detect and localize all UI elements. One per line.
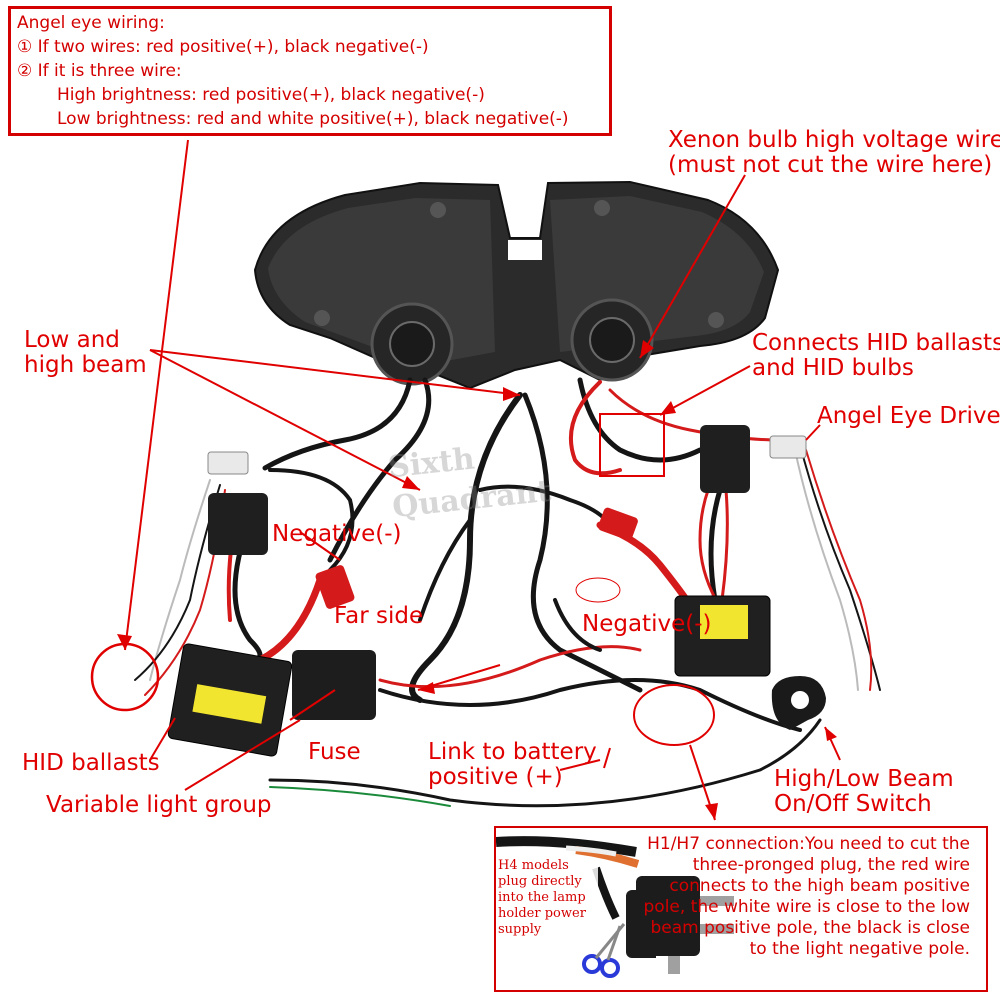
small-ballast-right bbox=[700, 425, 750, 493]
h1-h7-connection-text: H1/H7 connection:You need to cut the thr… bbox=[643, 834, 971, 959]
low-high-beam-label: Low and high beam bbox=[24, 327, 147, 378]
far-side-label: Far side bbox=[334, 603, 424, 629]
h4-connector bbox=[636, 876, 734, 974]
negative-left-label: Negative(-) bbox=[272, 521, 402, 547]
xenon-wire-label: Xenon bulb high voltage wire (must not c… bbox=[668, 127, 1000, 178]
wire-harness bbox=[134, 377, 881, 808]
driver-left bbox=[207, 451, 249, 475]
beam-switch-label: High/Low Beam On/Off Switch bbox=[774, 766, 954, 817]
angel-eye-driver bbox=[769, 435, 807, 459]
angel-note-line-1: ① If two wires: red positive(+), black n… bbox=[17, 37, 429, 57]
callouts bbox=[90, 139, 841, 821]
small-ballast-left bbox=[208, 493, 268, 555]
h4-models-note: H4 models plug directly into the lamp ho… bbox=[498, 858, 598, 938]
fuse-relay-box bbox=[292, 650, 376, 720]
scissors-icon bbox=[582, 923, 626, 978]
angel-note-title: Angel eye wiring: bbox=[17, 13, 165, 33]
connector-red-left bbox=[315, 565, 355, 609]
connector-red-right bbox=[598, 507, 638, 541]
connects-hid-label: Connects HID ballasts and HID bulbs bbox=[752, 330, 1000, 381]
angel-note-line-4: Low brightness: red and white positive(+… bbox=[57, 109, 569, 129]
negative-right-label: Negative(-) bbox=[582, 611, 712, 637]
fuse-label: Fuse bbox=[308, 739, 361, 765]
angel-note-line-2: ② If it is three wire: bbox=[17, 61, 182, 81]
variable-light-group-label: Variable light group bbox=[46, 792, 272, 818]
battery-link-label: Link to battery positive (+) bbox=[428, 739, 597, 790]
hid-ballast-right bbox=[674, 595, 771, 677]
angel-eye-wiring-note: Angel eye wiring: ① If two wires: red po… bbox=[8, 6, 612, 136]
h1-h7-connection-inset: H4 models plug directly into the lamp ho… bbox=[494, 826, 988, 992]
headlight-housing bbox=[253, 180, 780, 390]
angel-note-line-3: High brightness: red positive(+), black … bbox=[57, 85, 485, 105]
hid-ballast-left bbox=[167, 643, 293, 757]
hid-ballasts-label: HID ballasts bbox=[22, 750, 160, 776]
angel-eye-drive-label: Angel Eye Drive bbox=[817, 403, 1000, 429]
components bbox=[167, 425, 826, 757]
